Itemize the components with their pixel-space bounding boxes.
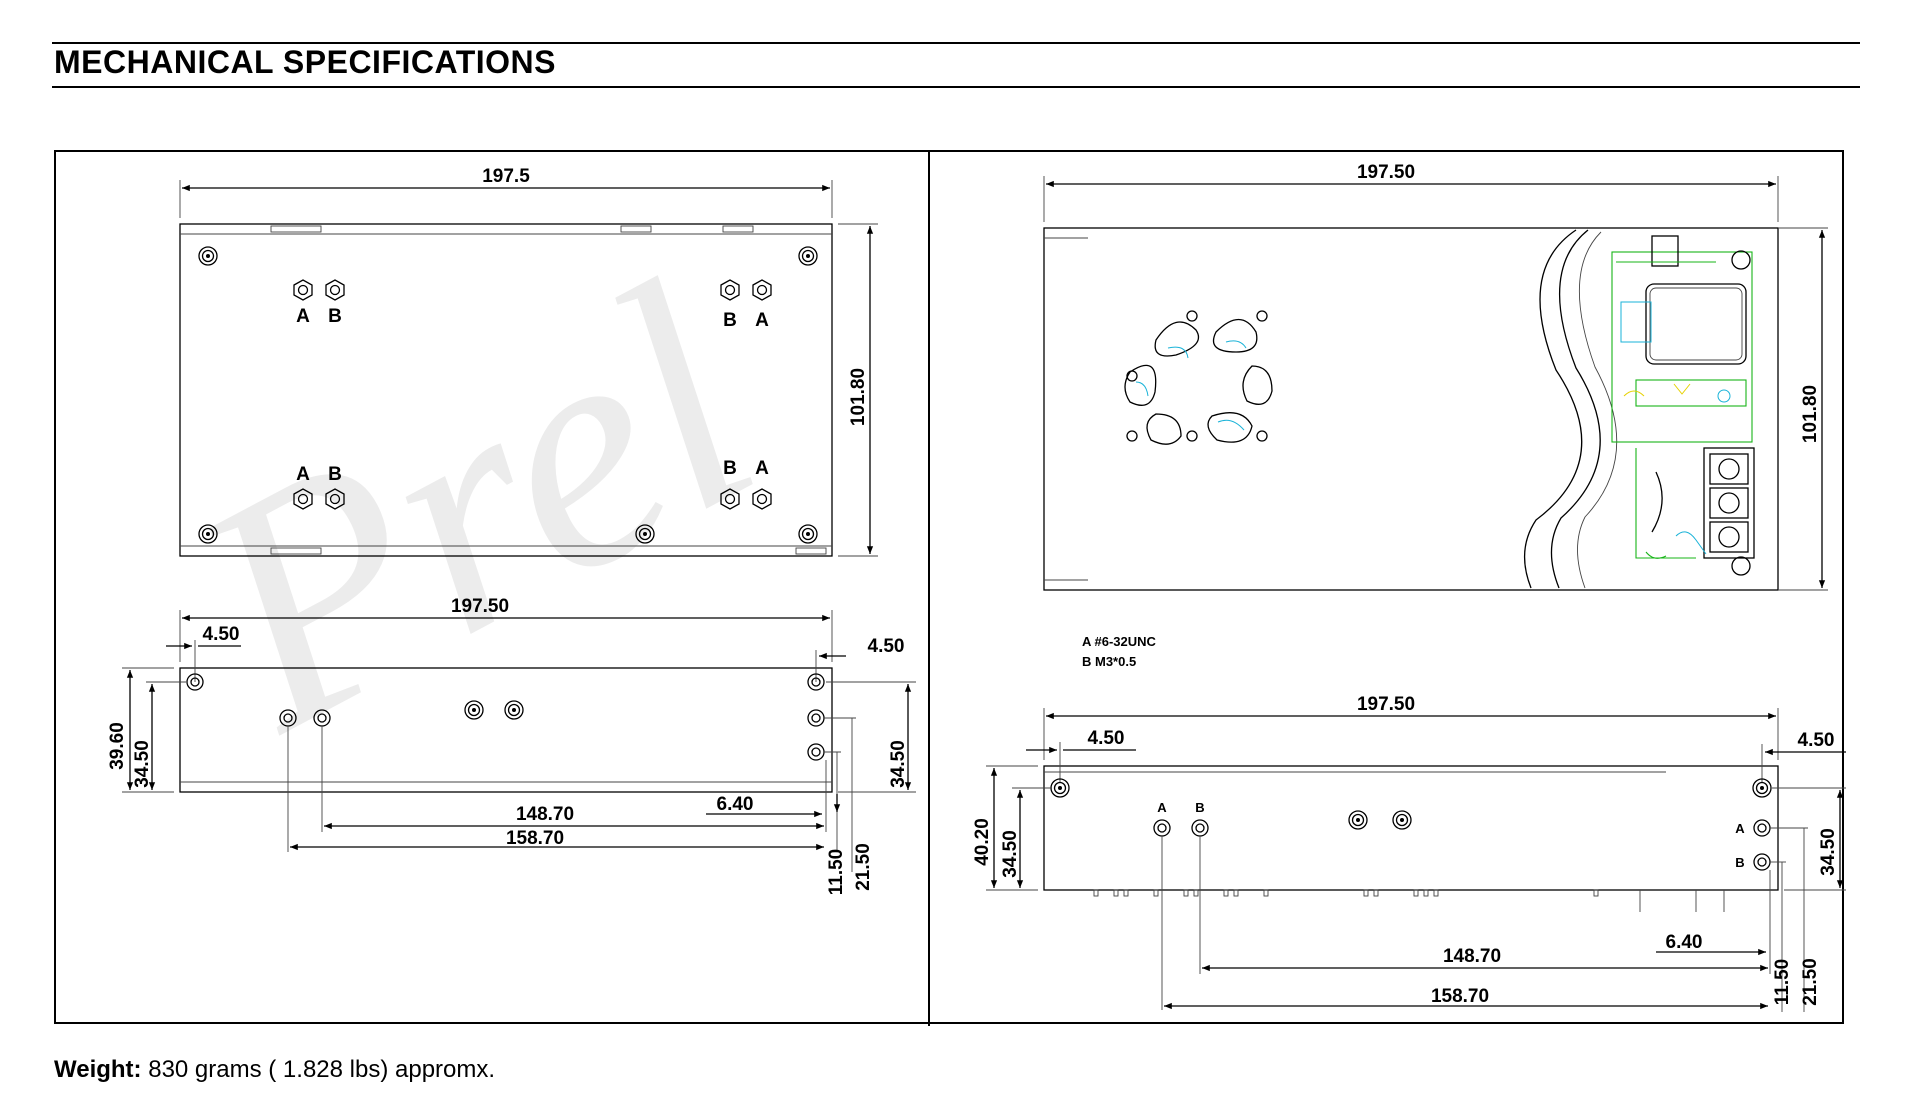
right-side-view: 197.50 4.50 4.50 A B A B 40.20 34.50 — [972, 694, 1846, 1012]
weight-label: Weight: — [54, 1056, 142, 1083]
note-hole-a: A #6-32UNC — [1082, 634, 1157, 649]
right-dim-2150: 21.50 — [1800, 958, 1821, 1006]
heading-rule-bottom — [52, 86, 1860, 88]
hole-label-a: A — [296, 306, 310, 327]
left-side-height-right: 34.50 — [888, 740, 909, 788]
hole-label-a: A — [1735, 821, 1745, 836]
left-dim-148: 148.70 — [516, 804, 574, 825]
mechanical-drawing: 197.5 101.80 A B B A A B B A — [54, 150, 1846, 1026]
left-top-height-dim: 101.80 — [848, 368, 869, 426]
right-side-height-total: 40.20 — [972, 818, 993, 866]
hole-label-a: A — [755, 458, 769, 479]
right-top-height-dim: 101.80 — [1800, 385, 1821, 443]
hole-label-a: A — [1157, 800, 1167, 815]
hole-label-b: B — [723, 310, 737, 331]
hole-label-a: A — [755, 310, 769, 331]
right-offset-dim: 4.50 — [868, 636, 905, 657]
hole-label-b: B — [723, 458, 737, 479]
right-side-width-dim: 197.50 — [1357, 694, 1415, 715]
right-dim-1150: 11.50 — [1772, 959, 1793, 1006]
hole-label-a: A — [296, 464, 310, 485]
left-top-view: 197.5 101.80 A B B A A B B A — [179, 166, 878, 557]
right-top-width-dim: 197.50 — [1357, 162, 1415, 183]
left-top-width-dim: 197.5 — [482, 166, 530, 187]
hole-label-b: B — [328, 306, 342, 327]
left-dim-640: 6.40 — [717, 794, 754, 815]
right-top-view: 197.50 101.80 — [1043, 162, 1828, 669]
left-dim-1150: 11.50 — [826, 849, 847, 896]
internal-cutaway — [1523, 229, 1755, 589]
weight-spec: Weight: 830 grams ( 1.828 lbs) appromx. — [54, 1056, 495, 1084]
left-side-width-dim: 197.50 — [451, 596, 509, 617]
left-dim-2150: 21.50 — [853, 843, 874, 891]
left-side-height-total: 39.60 — [107, 722, 128, 770]
left-dim-158: 158.70 — [506, 828, 564, 849]
right-side-offset-left: 4.50 — [1088, 728, 1125, 749]
heading-rule-top — [52, 42, 1860, 44]
left-side-view: 197.50 4.50 4.50 39.60 34.50 34.50 — [107, 596, 916, 895]
right-dim-148: 148.70 — [1443, 946, 1501, 967]
note-hole-b: B M3*0.5 — [1082, 654, 1136, 669]
right-side-height-right: 34.50 — [1818, 828, 1839, 876]
left-offset-dim: 4.50 — [203, 624, 240, 645]
hole-label-b: B — [328, 464, 342, 485]
left-side-height-holes: 34.50 — [132, 740, 153, 788]
right-dim-640: 6.40 — [1666, 932, 1703, 953]
right-side-offset-right: 4.50 — [1798, 730, 1835, 751]
right-side-height-holes: 34.50 — [1000, 830, 1021, 878]
right-dim-158: 158.70 — [1431, 986, 1489, 1007]
weight-value: 830 grams ( 1.828 lbs) appromx. — [141, 1056, 496, 1083]
hole-label-b: B — [1735, 855, 1744, 870]
hole-label-b: B — [1195, 800, 1204, 815]
page-title: MECHANICAL SPECIFICATIONS — [54, 44, 556, 80]
fan-grille — [1124, 310, 1273, 445]
